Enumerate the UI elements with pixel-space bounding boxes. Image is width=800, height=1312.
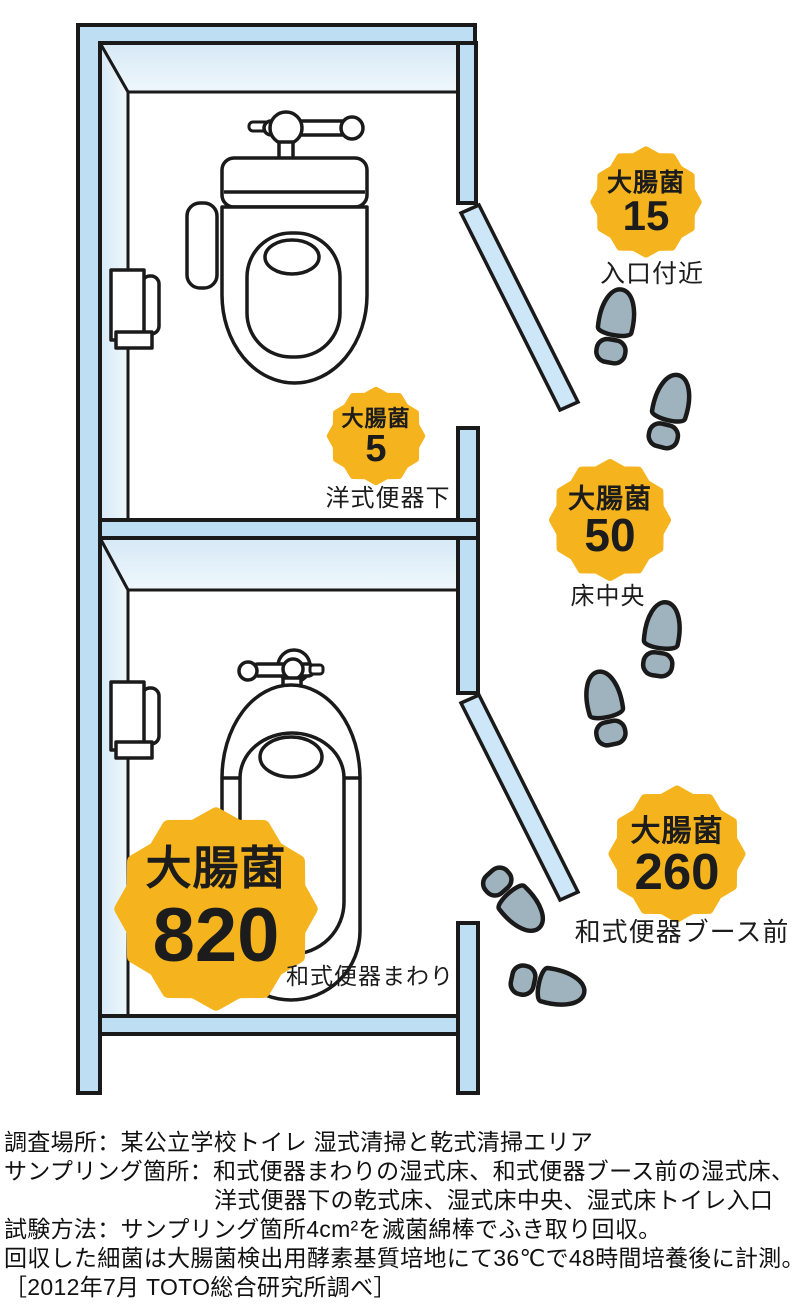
walls xyxy=(76,23,581,1095)
starburst xyxy=(549,459,671,581)
badge-label: 床中央 xyxy=(571,583,646,610)
lower-stall-door xyxy=(458,692,581,903)
lower-stall-left-face xyxy=(98,537,130,1018)
badge-label: 入口付近 xyxy=(600,260,704,288)
badge-front-of-booth: 大腸菌 260 和式便器ブース前 xyxy=(575,785,790,947)
toilet-water xyxy=(263,238,321,276)
squat-spud-right xyxy=(308,663,325,676)
squat-hood xyxy=(220,683,362,780)
footprint-icon xyxy=(508,961,588,1010)
flush-ball xyxy=(339,115,365,141)
starburst xyxy=(608,785,746,923)
upper-stall-door xyxy=(458,202,581,413)
starburst xyxy=(326,386,426,486)
lower-right-wall xyxy=(456,921,480,1095)
footprint-icon xyxy=(639,600,684,678)
squat-water xyxy=(258,735,324,779)
holder-body xyxy=(109,680,146,752)
badge-under-western: 大腸菌 5 洋式便器下 xyxy=(326,386,451,512)
note-survey-place: 調査場所：某公立学校トイレ 湿式清掃と乾式清掃エリア xyxy=(4,1129,594,1155)
badge-name: 大腸菌 xyxy=(341,406,410,431)
paper-holder-upper xyxy=(109,268,161,350)
note-sampling-spots-2: 洋式便器下の乾式床、湿式床中央、湿式床トイレ入口 xyxy=(214,1187,774,1213)
badge-name: 大腸菌 xyxy=(607,169,685,197)
starburst xyxy=(114,807,318,1011)
footprint-icon xyxy=(581,668,630,748)
western-toilet-icon xyxy=(185,110,369,385)
badge-name: 大腸菌 xyxy=(568,484,652,514)
lower-stall-bottom-wall xyxy=(98,1014,460,1036)
upper-right-wall xyxy=(456,41,478,205)
badge-label: 洋式便器下 xyxy=(326,485,451,512)
note-source-credit: ［2012年7月 TOTO総合研究所調べ］ xyxy=(4,1274,397,1300)
paper-holder-lower xyxy=(109,680,161,760)
holder-flap xyxy=(114,740,154,760)
starburst xyxy=(590,146,702,258)
badge-name: 大腸菌 xyxy=(631,815,724,848)
squat-flush-ball xyxy=(237,660,259,682)
badge-value: 15 xyxy=(623,192,670,239)
footprint-icon xyxy=(477,861,552,939)
upper-stall-bottom-wall xyxy=(98,518,480,540)
badge-label: 和式便器ブース前 xyxy=(575,917,790,947)
badge-name: 大腸菌 xyxy=(146,842,287,894)
note-sampling-spots: サンプリング箇所：和式便器まわりの湿式床、和式便器ブース前の湿式床、 xyxy=(4,1158,795,1184)
flush-valve-body xyxy=(268,110,304,146)
badge-around-squat: 大腸菌 820 和式便器まわり xyxy=(114,807,454,1011)
lower-stall-top-face xyxy=(97,536,460,592)
note-culture-method: 回収した細菌は大腸菌検出用酵素基質培地にて36℃で48時間培養後に計測。 xyxy=(4,1245,800,1271)
middle-right-wall xyxy=(456,426,480,695)
toilet-control-panel xyxy=(185,201,219,290)
upper-stall-top-face xyxy=(97,41,460,94)
holder-body xyxy=(109,268,146,342)
survey-notes: 調査場所：某公立学校トイレ 湿式清掃と乾式清掃エリア サンプリング箇所：和式便器… xyxy=(4,1128,800,1302)
badge-label: 和式便器まわり xyxy=(286,963,454,989)
toilet-tank xyxy=(220,156,369,209)
badge-entrance: 大腸菌 15 入口付近 xyxy=(590,146,704,288)
squat-valve-front xyxy=(281,657,305,681)
badge-value: 50 xyxy=(584,509,635,561)
badge-floor-center: 大腸菌 50 床中央 xyxy=(549,459,671,610)
note-test-method: 試験方法：サンプリング箇所4cm²を滅菌綿棒でふき取り回収。 xyxy=(4,1216,662,1242)
badge-value: 820 xyxy=(153,893,280,978)
footprint-icon xyxy=(644,371,695,451)
badge-value: 260 xyxy=(634,843,719,900)
holder-flap xyxy=(114,330,154,350)
badge-value: 5 xyxy=(365,428,386,470)
footprint-icon xyxy=(592,287,639,366)
